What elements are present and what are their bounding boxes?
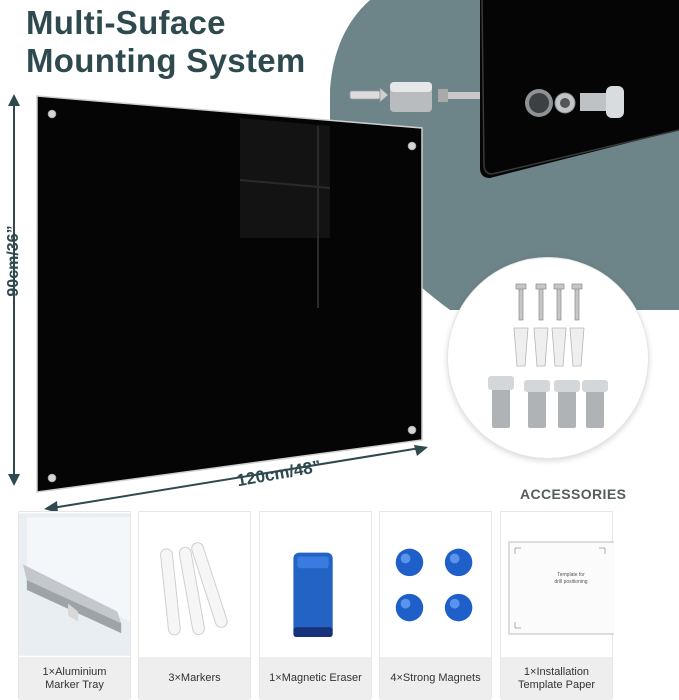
hardware-zoom-circle — [447, 257, 649, 459]
standoff-barrel-icon — [390, 82, 432, 112]
height-arrow-icon — [8, 94, 20, 486]
cap-parts-icon — [525, 86, 624, 118]
accessory-label-eraser: 1×Magnetic Eraser — [260, 657, 371, 700]
magnets-icon — [395, 548, 473, 622]
accessory-card-template: Template for drill positioning 1×Install… — [500, 511, 614, 700]
headline-line2: Mounting System — [26, 42, 306, 79]
mounting-hardware-icon — [488, 283, 608, 428]
glass-whiteboard — [8, 94, 428, 513]
standoff-cap-icon — [47, 109, 417, 483]
accessory-label-markers: 3×Markers — [139, 657, 250, 700]
height-dimension-label: 90cm/36” — [5, 225, 22, 297]
threaded-bolt-icon — [438, 89, 480, 102]
template-paper-text-2: drill positioning — [554, 579, 588, 585]
eraser-icon — [293, 552, 333, 638]
headline: Multi-Suface Mounting System — [26, 4, 306, 80]
screw-icon — [349, 87, 389, 103]
accessories-heading: ACCESSORIES — [520, 486, 627, 502]
accessory-label-magnets: 4×Strong Magnets — [380, 657, 491, 700]
marker-tray-icon — [19, 513, 130, 656]
accessory-card-markers: 3×Markers — [138, 511, 251, 700]
width-arrow-icon — [44, 445, 428, 513]
template-paper-text-1: Template for — [557, 572, 585, 578]
accessory-card-eraser: 1×Magnetic Eraser — [259, 511, 372, 700]
template-paper: Template for drill positioning — [501, 512, 614, 657]
accessory-card-magnets: 4×Strong Magnets — [379, 511, 492, 700]
template-paper-icon — [508, 541, 614, 635]
markers-icon — [160, 542, 228, 636]
headline-line1: Multi-Suface — [26, 4, 226, 41]
